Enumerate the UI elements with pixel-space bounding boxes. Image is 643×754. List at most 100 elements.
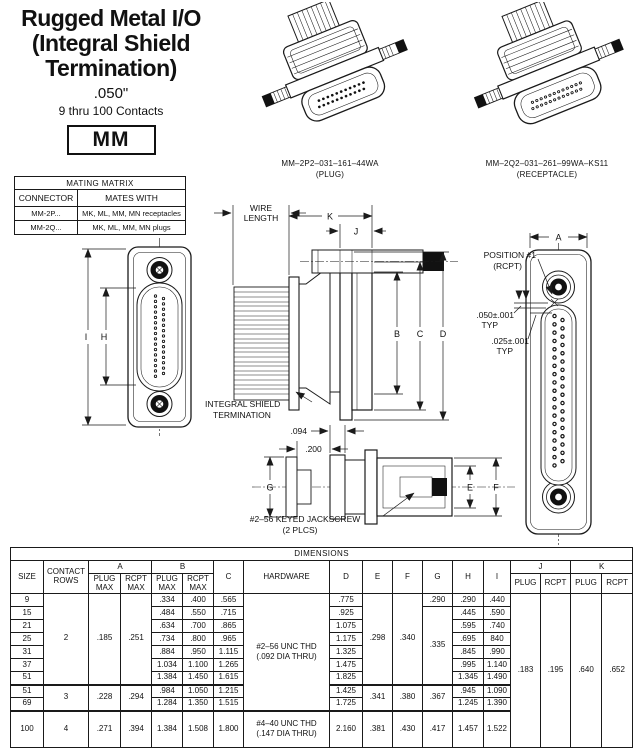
dim-g: G [264,456,284,518]
hardware-spec-line1: #4–40 UNC THD [256,719,317,729]
dim-e: E [454,465,476,509]
dim-094: .094 [290,425,364,453]
wire-length-label-2: LENGTH [244,213,278,223]
plug-part-number: MM–2P2–031–161–44WA [281,159,379,168]
dim-f: F [454,457,502,517]
dims-subheader: RCPT [540,573,571,594]
dims-cell: .845 [452,645,484,659]
dim-k: K [288,205,373,248]
receptacle-front-view: A POSITION #1 (RCPT) .050±.001 TYP .025±… [476,233,592,545]
dims-subheader: RCPT MAX [120,573,152,594]
page-title-line3: Termination) [45,55,177,81]
dims-cell: .290 [422,593,453,607]
dims-cell: 21 [10,619,44,633]
dims-cell: 1.245 [452,697,484,711]
dim-d: D [354,251,449,421]
table-row: 21 .634 .700 .865 1.075 .595 .740 [10,619,633,633]
dims-cell: 4 [43,709,89,748]
dims-cell: 1.384 [151,709,183,748]
shield-clamp-plate [288,276,300,411]
dims-header-size: SIZE [10,560,44,594]
plug-jackscrew-left [261,86,292,108]
dim-a: A [529,233,588,248]
dims-cell: 1.215 [213,683,244,698]
table-row: 51 3 .228 .294 .984 1.050 1.215 1.425 .3… [10,683,633,711]
offset-dim-callout: .025±.001 TYP [491,312,552,356]
dims-cell: 1.034 [151,658,183,672]
wire-length-label-1: WIRE [250,203,273,213]
shield-label-1: INTEGRAL SHIELD [205,399,280,409]
dims-cell: 1.075 [329,619,363,633]
clamp-plate-side [329,454,346,520]
receptacle-jackscrew-bottom-front [542,480,575,514]
section-side-view: WIRE LENGTH K J B C [205,203,458,421]
dims-subheader: PLUG MAX [151,573,183,594]
dims-cell: .271 [88,709,121,748]
dims-cell: .990 [483,645,511,659]
dims-subheader: RCPT [600,573,634,594]
dims-caption: DIMENSIONS [9,547,634,561]
dims-cell: .440 [483,593,511,607]
receptacle-contacts [552,313,565,475]
dims-cell: 1.425 [329,683,363,698]
dims-cell: 1.475 [329,658,363,672]
dims-cell: .400 [182,593,214,607]
dims-cell: .945 [452,683,484,698]
plug-backshell [282,20,368,81]
page-title-line2: (Integral Shield [31,30,191,56]
dims-cell: 1.450 [182,671,214,685]
dim-200: .200 [279,441,348,468]
dims-cell: .865 [213,619,244,633]
plug-jackscrew-right [378,39,408,61]
dims-header-g: G [422,560,453,594]
table-row: 15 .484 .550 .715 .925 .335 .445 .590 [10,606,633,685]
receptacle-caption: MM–2Q2–031–261–99WA–KS11 (RECEPTACLE) [452,158,642,180]
dims-cell: 1.390 [483,697,511,711]
dims-header-e: E [362,560,393,594]
receptacle-jackscrew-left [473,87,504,109]
dims-cell: .381 [362,709,393,748]
dims-cell: 1.345 [452,671,484,685]
dims-cell: 2.160 [329,709,363,748]
position-one-callout: POSITION #1 (RCPT) [484,250,559,307]
dims-cell: 1.284 [151,697,183,711]
dims-cell: .298 [362,593,393,685]
dim-a-label: A [555,233,561,243]
dims-cell: 69 [10,697,44,711]
cable-cap [285,456,298,518]
dim-h-label: H [101,332,108,342]
ribbon-cable [233,286,290,401]
dims-subheader: PLUG [570,573,602,594]
body-side [344,459,366,515]
dims-cell: .734 [151,632,183,646]
dims-cell: 1.522 [483,709,511,748]
dims-cell: 1.725 [329,697,363,711]
dims-cell: .995 [452,658,484,672]
dims-cell: 15 [10,606,44,620]
table-row: 25 .734 .800 .965 1.175 .695 840 [10,632,633,646]
plug-front-view: I H [82,238,192,436]
dims-cell: 1.175 [329,632,363,646]
receptacle-jackscrew-top-front [542,270,575,304]
dims-cell: .294 [120,683,152,711]
dims-cell: .367 [422,683,453,711]
jackscrew-note-2: (2 PLCS) [283,525,318,535]
table-row: 100 4 .271 .394 1.384 1.508 1.800 #4–40 … [10,709,633,748]
dims-subheader: PLUG [510,573,541,594]
dims-cell: .334 [151,593,183,607]
dims-cell: .884 [151,645,183,659]
lower-side-view: .094 .200 G E F [250,425,515,535]
pitch-dim-label-1: .050±.001 [476,310,514,320]
dims-cell: .950 [182,645,214,659]
dims-cell: 1.825 [329,671,363,685]
dimension-drawings: I H [82,203,592,545]
connector-body-section [298,251,373,421]
dims-cell: .183 [510,593,541,748]
dims-header-j: J [510,560,571,574]
plug-front-jackscrew-bottom [146,391,173,417]
dim-c: C [374,261,426,411]
dims-cell: 1.457 [452,709,484,748]
dims-cell: .925 [329,606,363,620]
mating-matrix-row: MM-2Q... MK, ML, MM, MN plugs [14,220,186,235]
